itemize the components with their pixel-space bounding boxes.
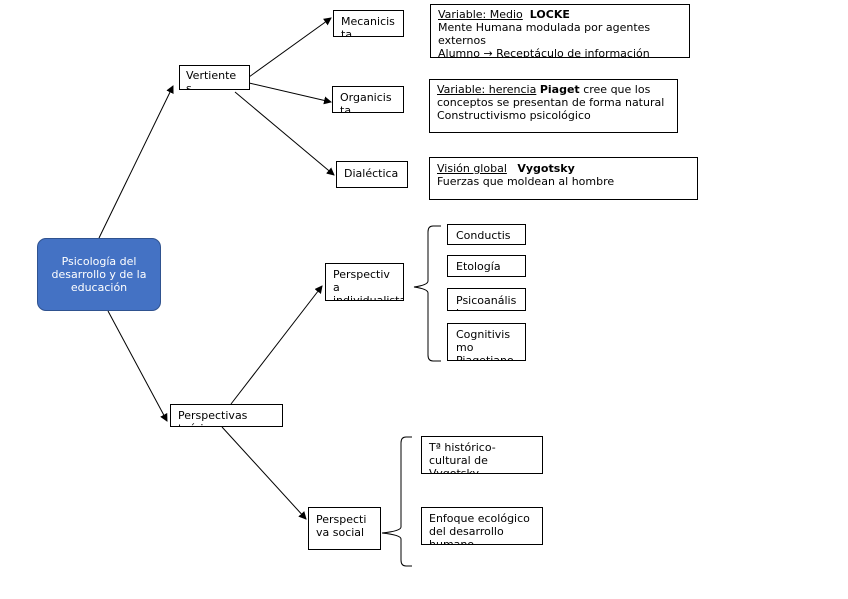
node-dialectica-label: Dialéctica <box>344 167 399 180</box>
node-perspectivas-label: Perspectivas teóricas <box>178 409 248 426</box>
brace-individualista <box>413 225 441 362</box>
locke-variable: Variable: Medio <box>438 8 523 21</box>
root-label: Psicología del desarrollo y de la educac… <box>51 255 147 294</box>
node-etologia: Etología <box>447 255 526 277</box>
piaget-rest: cree que los conceptos se presentan de f… <box>437 83 665 109</box>
node-conductismo-label: Conductis mo <box>456 229 511 244</box>
arrow-vertiente-mecanicista <box>248 17 332 78</box>
node-perspectiva-individualista: Perspectiv a individualista <box>325 263 404 301</box>
node-conductismo: Conductis mo <box>447 224 526 245</box>
node-vertientes: Vertiente s <box>179 65 250 90</box>
node-mecanicista-label: Mecanicis ta <box>341 15 395 37</box>
node-historico-cultural: Tª histórico-cultural de Vygotsky <box>421 436 543 474</box>
arrow-perspectivas-social <box>221 426 307 520</box>
node-perspectiva-social: Perspecti va social <box>308 507 381 550</box>
arrow-perspectivas-individual <box>230 285 323 405</box>
locke-line2: Mente Humana modulada por agentes extern… <box>438 21 651 47</box>
node-psicoanalisis-label: Psicoanális is <box>456 294 517 310</box>
locke-line3: Alumno → Receptáculo de información <box>438 47 650 58</box>
note-piaget: Variable: herencia Piaget cree que los c… <box>429 79 678 133</box>
arrow-vertiente-organicista <box>248 82 332 105</box>
arrow-root-vertiente <box>98 85 174 239</box>
node-individualista-label: Perspectiv a individualista <box>333 268 404 301</box>
node-historico-label: Tª histórico-cultural de Vygotsky <box>429 441 496 474</box>
node-organicista: Organicis ta <box>332 86 404 113</box>
note-locke: Variable: Medio LOCKE Mente Humana modul… <box>430 4 690 58</box>
locke-author: LOCKE <box>529 8 570 21</box>
vygotsky-author: Vygotsky <box>517 162 575 175</box>
node-enfoque-ecologico: Enfoque ecológico del desarrollo humano <box>421 507 543 545</box>
piaget-line2: Constructivismo psicológico <box>437 109 591 122</box>
node-organicista-label: Organicis ta <box>340 91 392 113</box>
arrow-vertiente-dialectica <box>234 91 335 176</box>
node-social-label: Perspecti va social <box>316 513 367 539</box>
node-psicoanalisis: Psicoanális is <box>447 288 526 311</box>
root-node: Psicología del desarrollo y de la educac… <box>37 238 161 311</box>
node-ecologico-label: Enfoque ecológico del desarrollo humano <box>429 512 530 545</box>
arrow-root-perspectivas <box>107 310 168 422</box>
vygotsky-line2: Fuerzas que moldean al hombre <box>437 175 615 188</box>
node-vertientes-label: Vertiente s <box>186 69 237 90</box>
piaget-author: Piaget <box>539 83 580 96</box>
node-dialectica: Dialéctica <box>336 161 408 188</box>
note-vygotsky: Visión global Vygotsky Fuerzas que molde… <box>429 157 698 200</box>
vygotsky-vision: Visión global <box>437 162 507 175</box>
brace-social <box>381 436 412 567</box>
node-perspectivas-teoricas: Perspectivas teóricas <box>170 404 283 427</box>
node-cognitivismo-label: Cognitivis mo Piagetiano <box>456 328 514 361</box>
node-cognitivismo: Cognitivis mo Piagetiano <box>447 323 526 361</box>
piaget-variable: Variable: herencia <box>437 83 537 96</box>
node-mecanicista: Mecanicis ta <box>333 10 404 37</box>
node-etologia-label: Etología <box>456 260 501 273</box>
